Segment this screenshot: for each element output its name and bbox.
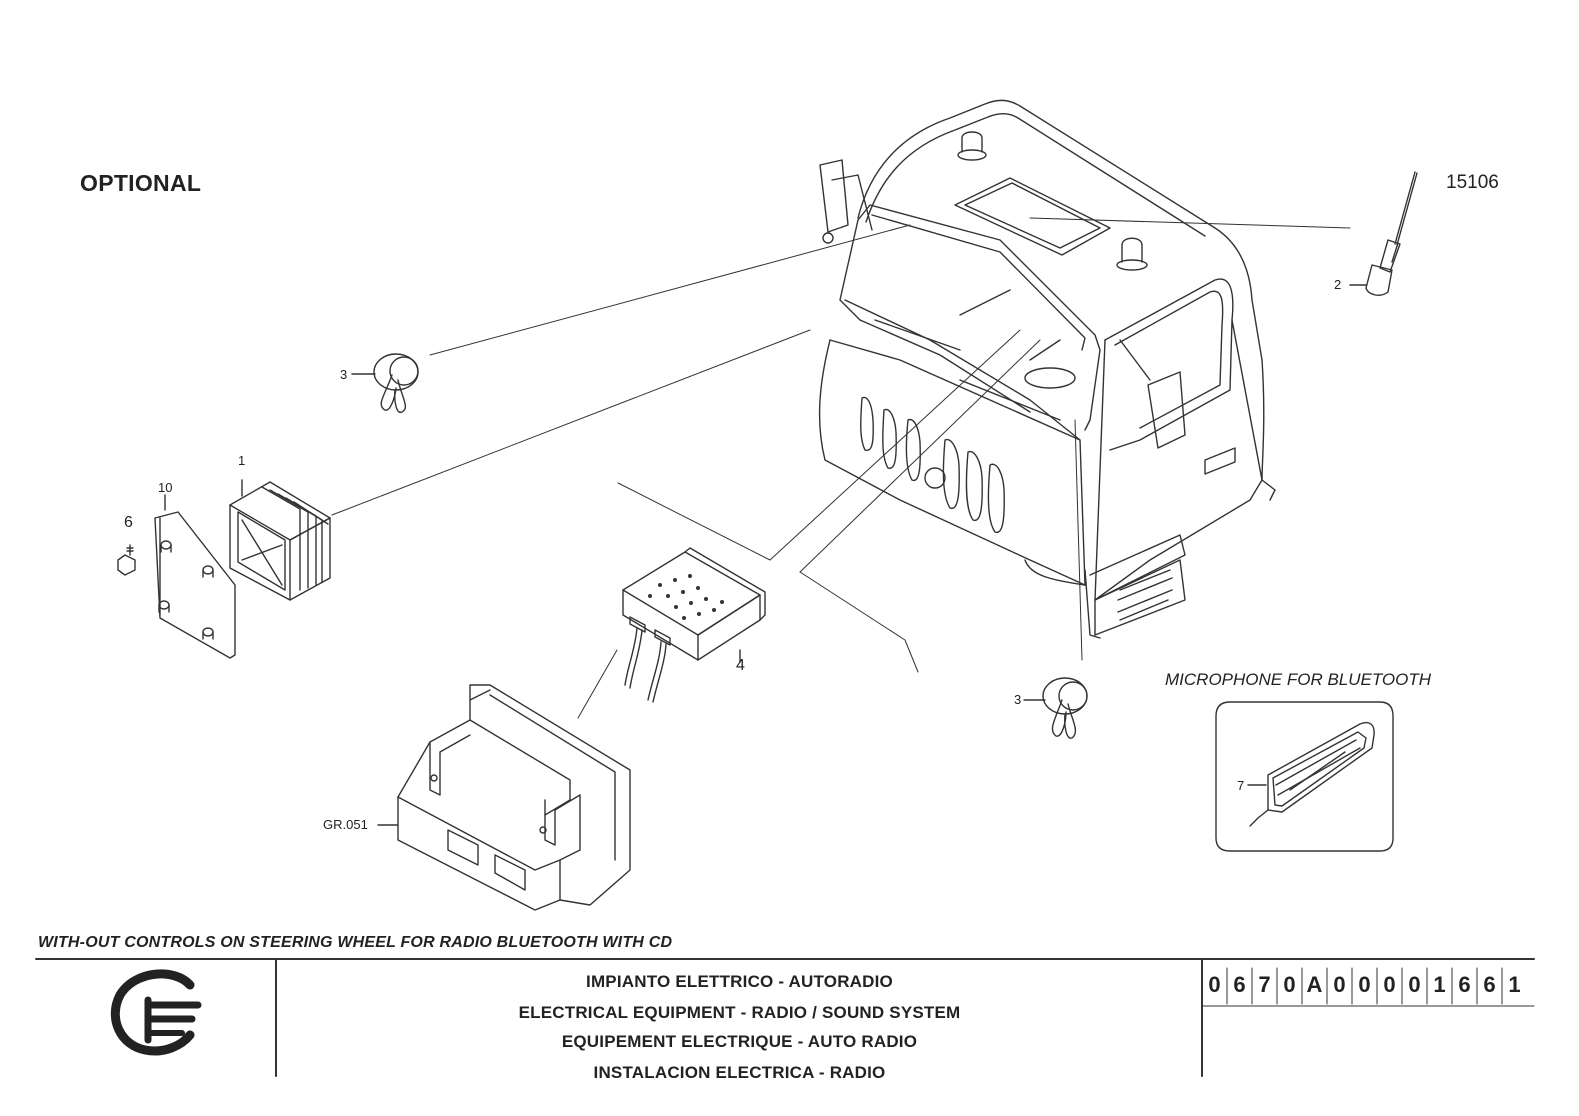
code-char: 6: [1483, 972, 1496, 997]
code-char: 0: [1208, 972, 1221, 997]
microphone-box: [1215, 701, 1394, 852]
code-char: 7: [1258, 972, 1271, 997]
code-char: 1: [1508, 972, 1521, 997]
amplifier: [229, 479, 331, 601]
code-char: 6: [1458, 972, 1471, 997]
code-char: 0: [1408, 972, 1421, 997]
code-char: A: [1306, 972, 1323, 997]
speaker-right: [1023, 677, 1088, 739]
diagram-caption: WITH-OUT CONTROLS ON STEERING WHEEL FOR …: [38, 934, 673, 951]
title-block-frame: [35, 958, 1535, 1077]
title-english: ELECTRICAL EQUIPMENT - RADIO / SOUND SYS…: [518, 1003, 961, 1022]
antenna: [1349, 171, 1418, 296]
code-char: 0: [1383, 972, 1396, 997]
title-french: EQUIPEMENT ELECTRIQUE - AUTO RADIO: [561, 1032, 918, 1051]
code-cell-dividers: [1226, 967, 1503, 1005]
callout-microphone: 7: [1237, 778, 1245, 793]
callout-speaker-left: 3: [340, 367, 348, 382]
screw: [117, 544, 136, 576]
code-char: 6: [1233, 972, 1246, 997]
drawing-number: 15106: [1446, 172, 1499, 193]
code-char: 1: [1433, 972, 1446, 997]
speaker-left: [351, 353, 419, 414]
callout-screw: 6: [124, 514, 133, 531]
mounting-plate: [154, 494, 236, 659]
callout-plate: 10: [158, 480, 173, 495]
callout-housing: GR.051: [323, 817, 368, 832]
radio-housing: [377, 684, 631, 911]
truck-cab: [818, 99, 1276, 639]
callout-speaker-right: 3: [1014, 692, 1022, 707]
code-char: 0: [1283, 972, 1296, 997]
callout-antenna: 2: [1334, 277, 1342, 292]
optional-label: OPTIONAL: [80, 170, 202, 196]
company-logo: [110, 969, 202, 1056]
microphone-title: MICROPHONE FOR BLUETOOTH: [1165, 670, 1432, 689]
title-spanish: INSTALACION ELECTRICA - RADIO: [593, 1063, 886, 1082]
callout-radio-unit: 4: [736, 657, 745, 674]
code-char: 0: [1358, 972, 1371, 997]
radio-unit: [622, 547, 766, 703]
title-italian: IMPIANTO ELETTRICO - AUTORADIO: [586, 972, 893, 991]
callout-amplifier: 1: [238, 453, 246, 468]
code-char: 0: [1333, 972, 1346, 997]
